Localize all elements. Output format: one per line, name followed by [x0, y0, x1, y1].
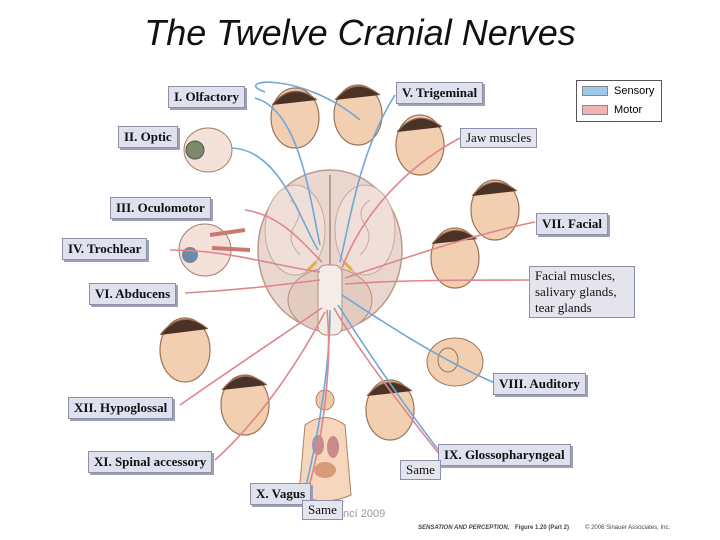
label-spinal-accessory: XI. Spinal accessory	[88, 451, 213, 473]
page-title: The Twelve Cranial Nerves	[144, 12, 576, 53]
legend-label-sensory: Sensory	[614, 84, 655, 97]
label-glossopharyngeal: IX. Glossopharyngeal	[438, 444, 571, 466]
head-trigeminal	[333, 84, 383, 146]
ear-illustration	[426, 337, 484, 387]
credit-copyright: © 2006 Sinauer Associates, Inc.	[585, 525, 671, 531]
target-jaw-muscles: Jaw muscles	[460, 128, 538, 148]
credit-book: SENSATION AND PERCEPTION,	[418, 525, 510, 531]
head-spinal-accessory	[220, 374, 270, 436]
label-optic: II. Optic	[118, 126, 178, 148]
label-hypoglossal: XII. Hypoglossal	[68, 397, 174, 419]
label-facial: VII. Facial	[536, 213, 608, 235]
head-glossopharyngeal	[365, 379, 415, 441]
head-facial	[470, 179, 520, 241]
label-abducens: VI. Abducens	[89, 283, 177, 305]
legend-item-motor: Motor	[577, 100, 661, 119]
head-jaw	[395, 114, 445, 176]
legend-item-sensory: Sensory	[577, 81, 661, 100]
head-hypoglossal	[159, 317, 211, 383]
watermark: ncí 2009	[343, 508, 386, 520]
label-vagus: X. Vagus	[250, 483, 312, 505]
credit-figure: Figure 1.20 (Part 2)	[515, 525, 570, 531]
label-olfactory: I. Olfactory	[168, 86, 245, 108]
eye-optic	[183, 127, 233, 173]
brain-illustration	[257, 169, 403, 336]
legend-swatch-sensory	[582, 85, 608, 96]
head-olfactory	[270, 87, 320, 149]
label-oculomotor: III. Oculomotor	[110, 197, 211, 219]
legend-label-motor: Motor	[614, 103, 643, 116]
head-facial-muscles	[430, 227, 480, 289]
target-facial-glands: Facial muscles, salivary glands, tear gl…	[529, 266, 635, 318]
target-same-x: Same	[302, 500, 343, 520]
target-same-ix: Same	[400, 460, 441, 480]
legend-swatch-motor	[582, 104, 608, 115]
label-trigeminal: V. Trigeminal	[396, 82, 484, 104]
label-auditory: VIII. Auditory	[493, 373, 586, 395]
legend: Sensory Motor	[576, 80, 662, 122]
label-trochlear: IV. Trochlear	[62, 238, 148, 260]
